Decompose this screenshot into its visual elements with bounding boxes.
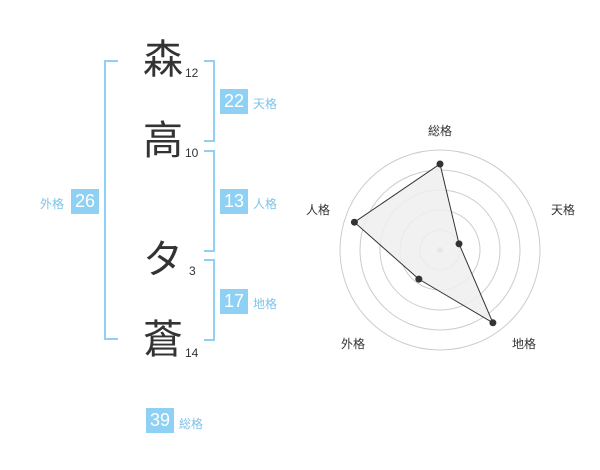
gaikaku-value: 26 [71,189,99,214]
name-char-3: タ [143,237,183,283]
tenkaku-value: 22 [220,89,248,114]
radar-axis-label-chikaku: 地格 [512,337,537,351]
radar-point-5 [350,218,358,226]
radar-axis-label-tenkaku: 天格 [551,203,576,217]
jinkaku-label: 人格 [253,197,278,211]
soukaku-value: 39 [146,408,174,433]
radar-axis-label-gaikaku: 外格 [341,337,366,351]
radar-series-area [353,163,494,325]
tenkaku-label: 天格 [253,97,278,111]
tenkaku-bracket [204,60,215,142]
radar-point-4 [415,275,423,283]
name-char-1: 森 [143,37,183,83]
radar-point-3 [489,319,497,327]
stroke-count-3: 3 [189,264,196,278]
radar-axis-label-soukaku: 総格 [428,124,453,138]
radar-point-1 [436,160,444,168]
gaikaku-label: 外格 [40,197,65,211]
gaikaku-bracket [104,60,118,340]
chikaku-bracket [204,259,215,341]
chikaku-value: 17 [220,289,248,314]
radar-axis-label-jinkaku: 人格 [306,203,331,217]
stroke-count-1: 12 [185,66,199,80]
soukaku-label: 総格 [179,417,204,431]
chikaku-label: 地格 [253,297,278,311]
stroke-count-4: 14 [185,346,199,360]
jinkaku-bracket [204,150,215,252]
stroke-count-2: 10 [185,146,199,160]
name-char-4: 蒼 [143,317,183,363]
radar-grid-ring [339,149,541,351]
radar-point-2 [455,240,463,248]
name-char-2: 高 [143,118,183,164]
jinkaku-value: 13 [220,189,248,214]
